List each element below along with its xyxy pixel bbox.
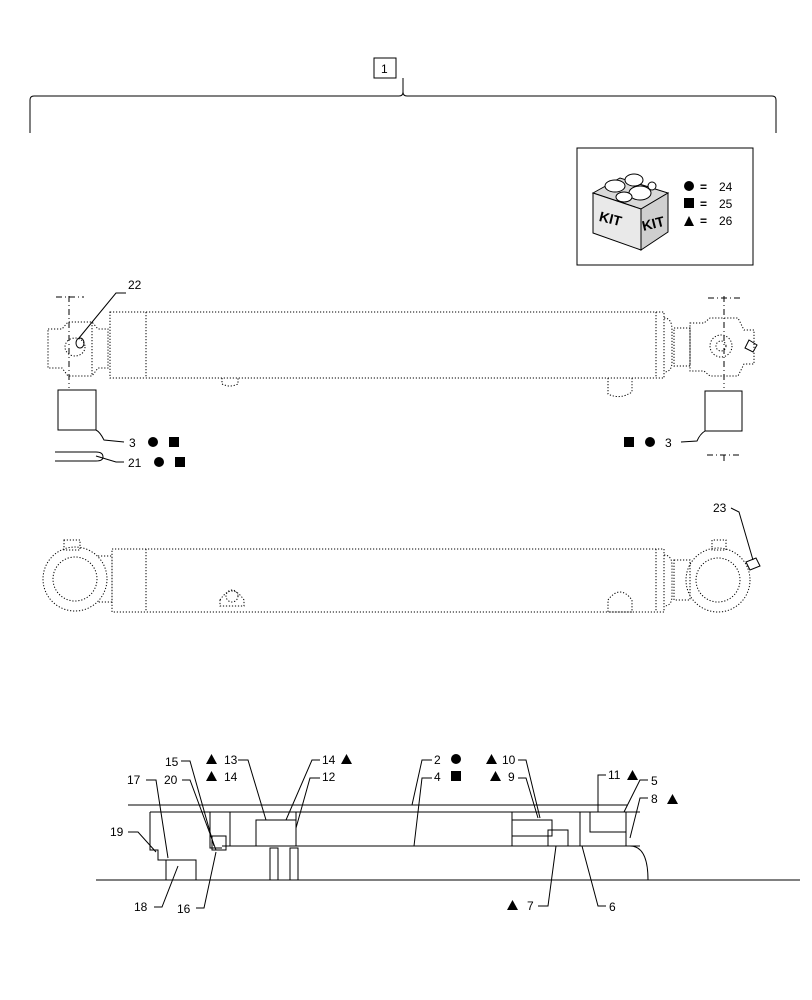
triangle-marker-14-right [341,754,352,764]
callout-14-left[interactable]: 14 [224,770,238,784]
legend-ref-25[interactable]: 25 [719,197,733,211]
callout-5[interactable]: 5 [651,774,658,788]
callout-6[interactable]: 6 [609,900,616,914]
cylinder-side-view: 23 [42,501,761,613]
legend-eq-1: = [700,180,707,194]
cylinder-section-view: 15 13 14 14 12 2 4 10 9 11 5 8 17 [96,753,800,916]
kit-box: KIT KIT = 24 = 25 = 26 [576,147,754,266]
circle-marker-2 [451,754,461,764]
legend-square-icon [684,198,694,208]
callout-3-right[interactable]: 3 [665,436,672,450]
callout-17[interactable]: 17 [127,773,141,787]
kit-label-left: KIT [598,208,624,229]
callout-4[interactable]: 4 [434,770,441,784]
circle-marker-3-left [148,437,158,447]
callout-2[interactable]: 2 [434,753,441,767]
legend-eq-3: = [700,214,707,228]
kit-label-right: KIT [640,213,666,234]
assembly-bracket: 1 [29,57,777,133]
kit-cube-icon: KIT KIT [591,173,670,251]
callout-14-right[interactable]: 14 [322,753,336,767]
legend-circle-icon [684,181,694,191]
legend-eq-2: = [700,197,707,211]
callout-7[interactable]: 7 [527,899,534,913]
callout-3-left[interactable]: 3 [129,436,136,450]
square-marker-3-left [169,437,179,447]
callout-19[interactable]: 19 [110,825,124,839]
callout-1[interactable]: 1 [381,62,388,76]
triangle-marker-11 [627,770,638,780]
legend-ref-26[interactable]: 26 [719,214,733,228]
callout-23[interactable]: 23 [713,501,727,515]
legend-ref-24[interactable]: 24 [719,180,733,194]
callout-22[interactable]: 22 [128,278,142,292]
callout-20[interactable]: 20 [164,773,178,787]
circle-marker-21 [154,457,164,467]
square-marker-21 [175,457,185,467]
callout-21[interactable]: 21 [128,456,142,470]
triangle-marker-8 [667,794,678,804]
triangle-marker-10 [486,754,497,764]
triangle-marker-13 [206,754,217,764]
pin-parts: 3 21 3 [55,389,743,470]
circle-marker-3-right [645,437,655,447]
square-marker-3-right [624,437,634,447]
callout-11[interactable]: 11 [608,768,621,782]
callout-10[interactable]: 10 [502,753,516,767]
triangle-marker-7 [507,900,518,910]
callout-18[interactable]: 18 [134,900,148,914]
callout-16[interactable]: 16 [177,902,191,916]
callout-13[interactable]: 13 [224,753,238,767]
legend-triangle-icon [684,216,694,226]
cylinder-top-view: 22 [47,278,758,462]
callout-9[interactable]: 9 [508,770,515,784]
square-marker-4 [451,771,461,781]
callout-8[interactable]: 8 [651,792,658,806]
triangle-marker-14-left [206,771,217,781]
callout-12[interactable]: 12 [322,770,336,784]
callout-15[interactable]: 15 [165,755,179,769]
triangle-marker-9 [490,771,501,781]
